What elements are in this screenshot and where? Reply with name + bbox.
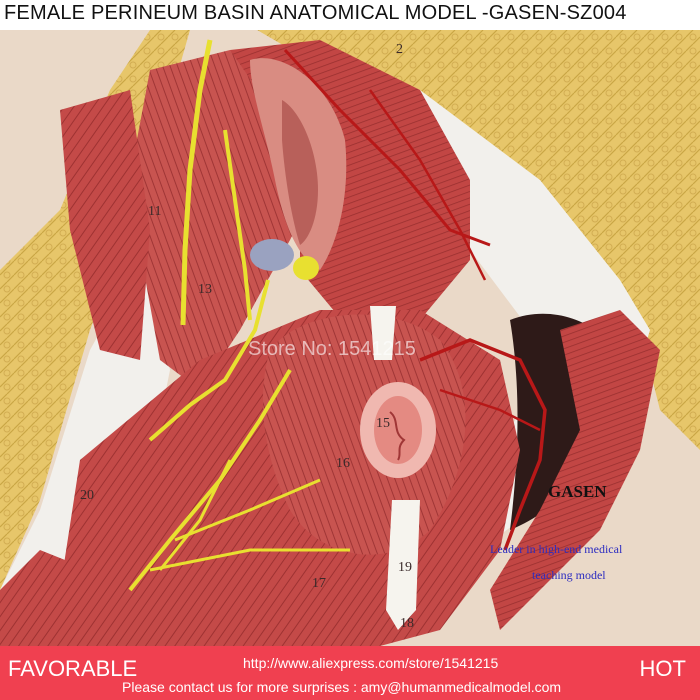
anatomy-label-2: 2 [396, 42, 403, 57]
anal-folds [389, 411, 406, 461]
nerve-branch-2 [174, 478, 321, 542]
store-url[interactable]: http://www.aliexpress.com/store/1541215 [243, 655, 499, 671]
anatomical-model-photo [0, 30, 700, 646]
pudendal-nerve [148, 279, 270, 442]
internal-pudendal-artery [419, 338, 547, 551]
anatomy-label-17: 17 [312, 576, 326, 591]
nerve-node [293, 256, 319, 280]
anatomy-label-16: 16 [336, 456, 350, 471]
anatomy-label-19: 19 [398, 560, 412, 575]
perineal-body [370, 306, 396, 360]
brand-name: GASEN [548, 482, 607, 501]
thigh-muscle [0, 550, 150, 646]
brand-tagline-2: teaching model [532, 568, 606, 582]
perineal-nerve [223, 129, 252, 321]
fat-layer-right [257, 30, 700, 450]
brand-tagline-1: Leader in high-end medical [490, 542, 623, 556]
hot-label: HOT [639, 656, 686, 681]
obturator-muscle [490, 310, 660, 630]
nerve-branch-3 [149, 548, 350, 572]
anatomy-label-15: 15 [376, 416, 390, 431]
promo-footer: FAVORABLE http://www.aliexpress.com/stor… [0, 646, 700, 700]
product-title: FEMALE PERINEUM BASIN ANATOMICAL MODEL -… [4, 2, 627, 24]
anatomy-label-20: 20 [80, 488, 94, 503]
inferior-rectal-artery [439, 388, 541, 432]
contact-text: Please contact us for more surprises : a… [122, 679, 562, 695]
anatomy-label-13: 13 [198, 282, 212, 297]
anatomical-model-illustration [0, 30, 700, 646]
store-watermark: Store No: 1541215 [248, 338, 416, 360]
thigh-muscle-upper [60, 90, 150, 360]
anatomy-label-11: 11 [148, 204, 162, 219]
nerve-branch-1 [158, 459, 232, 571]
favorable-label: FAVORABLE [8, 656, 138, 681]
anatomy-label-18: 18 [400, 616, 414, 631]
anococcygeal-ligament [386, 500, 420, 630]
artery-branch [368, 89, 487, 281]
dorsal-nerve [180, 39, 213, 326]
title-bar: FEMALE PERINEUM BASIN ANATOMICAL MODEL -… [0, 0, 700, 30]
sacral-nerve-node [250, 239, 294, 271]
vaginal-orifice [282, 100, 318, 245]
